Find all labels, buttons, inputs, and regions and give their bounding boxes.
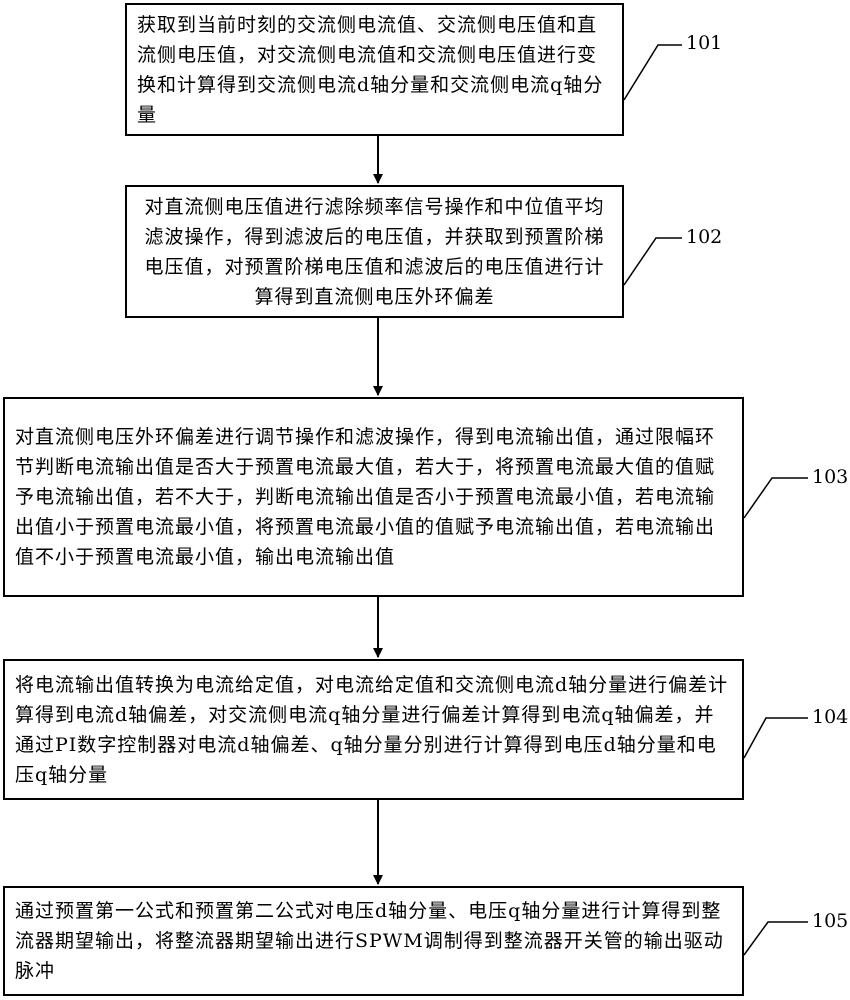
- step-label-104: 104: [812, 706, 849, 728]
- step-box-103: 对直流侧电压外环偏差进行调节操作和滤波操作，得到电流输出值，通过限幅环节判断电流…: [3, 397, 744, 597]
- leader-104: [743, 717, 808, 759]
- step-label-102: 102: [686, 226, 723, 248]
- step-label-103: 103: [812, 466, 849, 488]
- leader-102: [623, 237, 682, 286]
- step-text-105: 通过预置第一公式和预置第二公式对电压d轴分量、电压q轴分量进行计算得到整流器期望…: [15, 900, 724, 982]
- step-box-102: 对直流侧电压值进行滤除频率信号操作和中位值平均滤波操作，得到滤波后的电压值，并获…: [125, 185, 624, 318]
- step-text-104: 将电流输出值转换为电流给定值，对电流给定值和交流侧电流d轴分量进行偏差计算得到电…: [15, 673, 729, 786]
- leader-103: [743, 477, 808, 519]
- leader-105: [743, 921, 808, 956]
- step-text-103: 对直流侧电压外环偏差进行调节操作和滤波操作，得到电流输出值，通过限幅环节判断电流…: [15, 426, 716, 568]
- step-text-102: 对直流侧电压值进行滤除频率信号操作和中位值平均滤波操作，得到滤波后的电压值，并获…: [144, 195, 605, 308]
- step-box-105: 通过预置第一公式和预置第二公式对电压d轴分量、电压q轴分量进行计算得到整流器期望…: [3, 886, 744, 996]
- step-label-101: 101: [686, 32, 723, 54]
- step-box-101: 获取到当前时刻的交流侧电流值、交流侧电压值和直流侧电压值，对交流侧电流值和交流侧…: [125, 3, 624, 136]
- step-box-104: 将电流输出值转换为电流给定值，对电流给定值和交流侧电流d轴分量进行偏差计算得到电…: [3, 659, 744, 800]
- step-label-105: 105: [812, 910, 849, 932]
- leader-101: [623, 44, 682, 101]
- step-text-101: 获取到当前时刻的交流侧电流值、交流侧电压值和直流侧电压值，对交流侧电流值和交流侧…: [137, 13, 604, 126]
